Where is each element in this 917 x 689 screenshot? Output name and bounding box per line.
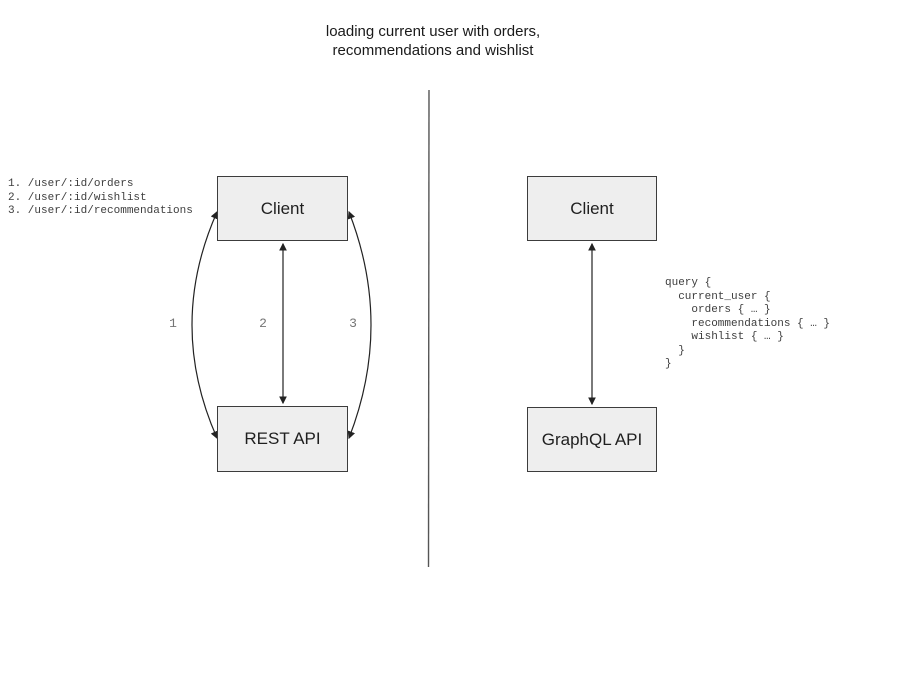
client-box-graphql-label: Client [570, 198, 614, 218]
arrow-label-2: 2 [259, 316, 267, 331]
graphql-query-code: query { current_user { orders { … } reco… [665, 277, 831, 370]
rest-api-box: REST API [217, 406, 348, 472]
client-box-rest-label: Client [260, 198, 305, 218]
graphql-api-box-label: GraphQL API [541, 429, 643, 449]
arrow-1-arc [191, 210, 218, 440]
arrow-label-1: 1 [169, 316, 177, 331]
arrow-3-arc [347, 210, 372, 440]
diagram-title: loading current user with orders, recomm… [325, 23, 541, 59]
graphql-api-box: GraphQL API [527, 407, 657, 472]
client-box-rest: Client [217, 176, 348, 241]
divider-line [427, 89, 430, 568]
rest-api-box-label: REST API [244, 429, 321, 448]
rest-endpoints-list: 1. /user/:id/orders 2. /user/:id/wishlis… [8, 178, 193, 217]
client-box-graphql: Client [527, 176, 657, 241]
arrow-label-3: 3 [349, 316, 357, 331]
